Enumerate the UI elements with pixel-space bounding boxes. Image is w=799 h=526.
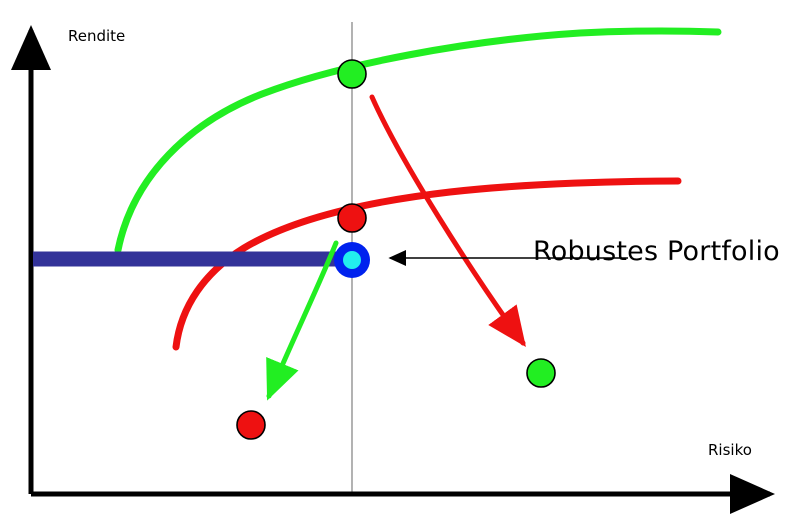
red-optimum-on-frontier-marker[interactable] bbox=[337, 203, 367, 233]
red-realized-outcome-marker[interactable] bbox=[236, 410, 266, 440]
pessimistic-efficient-frontier-curve bbox=[172, 177, 682, 351]
red-shift-arrow bbox=[369, 94, 526, 348]
green-optimum-on-frontier-marker[interactable] bbox=[337, 59, 367, 89]
green-realized-outcome-marker[interactable] bbox=[526, 358, 556, 388]
robustes-portfolio-label: Robustes Portfolio bbox=[533, 236, 780, 267]
green-shift-arrow bbox=[266, 240, 339, 401]
optimistic-efficient-frontier-curve bbox=[114, 27, 722, 254]
x-axis-label: Risiko bbox=[708, 441, 752, 459]
robust-portfolio-marker-inner bbox=[343, 251, 361, 269]
y-axis-label: Rendite bbox=[68, 27, 126, 45]
